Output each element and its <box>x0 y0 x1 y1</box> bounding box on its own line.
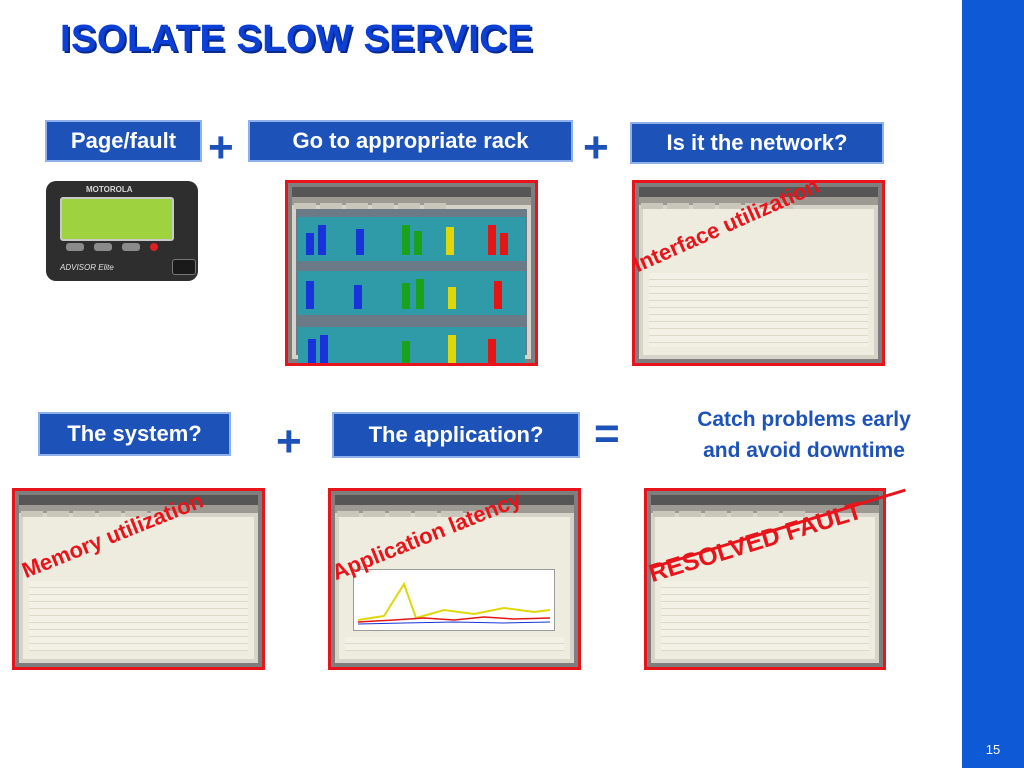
rack-panel-2 <box>298 271 525 315</box>
rack-window <box>292 187 531 363</box>
rack-tabs <box>292 197 531 209</box>
step-page-fault: Page/fault <box>45 120 202 162</box>
memory-screenshot <box>12 488 265 670</box>
network-table <box>643 209 874 355</box>
resolved-table <box>655 517 875 659</box>
memory-table <box>23 517 254 659</box>
latency-panel <box>339 517 570 659</box>
pager-led <box>150 243 158 251</box>
page-number: 15 <box>985 742 1001 757</box>
result-line-1: Catch problems early <box>697 408 911 431</box>
latency-chart <box>353 569 555 631</box>
pager-device-icon: MOTOROLA ADVISOR Elite <box>46 181 198 281</box>
pager-button-left <box>66 243 84 251</box>
resolved-screenshot <box>644 488 886 670</box>
pager-clip <box>172 259 196 275</box>
plus-operator-1: + <box>208 123 234 172</box>
result-message: Catch problems early and avoid downtime <box>648 404 960 466</box>
rack-titlebar <box>292 187 531 197</box>
latency-chart-svg <box>357 581 551 625</box>
pager-button-mid <box>94 243 112 251</box>
equals-operator: = <box>594 409 620 458</box>
result-line-2: and avoid downtime <box>703 439 905 462</box>
step-appropriate-rack: Go to appropriate rack <box>248 120 573 162</box>
network-screenshot <box>632 180 885 366</box>
step-system: The system? <box>38 412 231 456</box>
pager-screen <box>60 197 174 241</box>
network-window <box>639 187 878 359</box>
step-network: Is it the network? <box>630 122 884 164</box>
latency-screenshot <box>328 488 581 670</box>
pager-button-right <box>122 243 140 251</box>
pager-logo: MOTOROLA <box>86 185 133 194</box>
plus-operator-3: + <box>276 417 302 466</box>
step-application: The application? <box>332 412 580 458</box>
rack-panel-1 <box>298 217 525 261</box>
right-sidebar <box>962 0 1024 768</box>
plus-operator-2: + <box>583 123 609 172</box>
rack-panel-3 <box>298 327 525 363</box>
rack-panels <box>296 209 527 363</box>
pager-brand: ADVISOR Elite <box>60 263 114 272</box>
rack-screenshot <box>285 180 538 366</box>
slide-title: ISOLATE SLOW SERVICE <box>60 18 534 60</box>
